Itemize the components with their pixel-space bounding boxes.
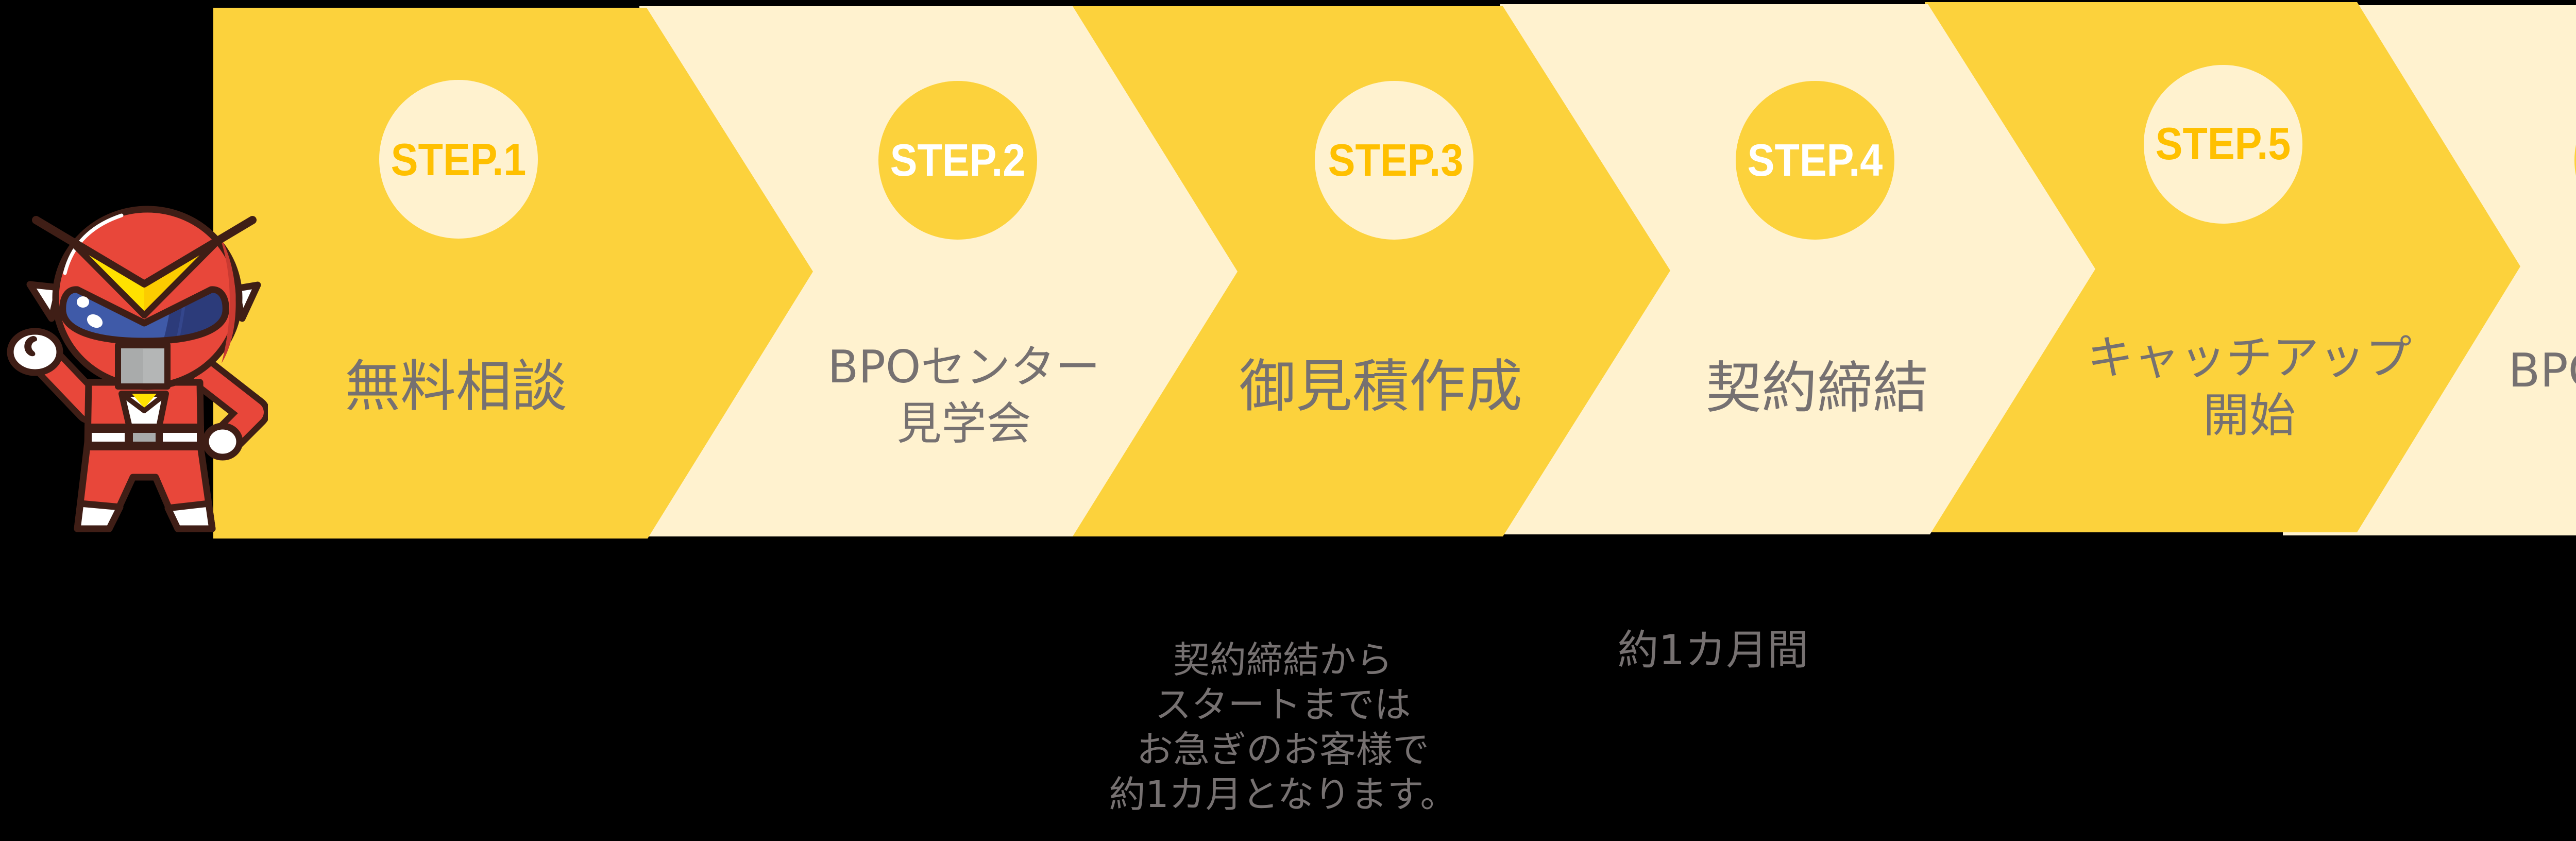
note-line: スタートまでは [1155,683,1411,726]
step-3-badge-circle [1315,81,1473,240]
duration-note: 約1カ月間 [1618,630,1809,671]
step-6-label: BPO支援開始 [2509,348,2576,394]
step-2-chevron [639,6,1238,536]
note-line: 約1カ月間 [1617,626,1809,674]
step-5-label-line: 開始 [2203,389,2296,443]
step-4-label: 契約締結 [1706,361,1928,416]
step-3-chevron [1072,6,1670,536]
step-4-chevron [1500,4,2095,534]
step-1-label-line: 無料相談 [344,355,568,419]
note-line: 約1カ月となります。 [1109,773,1457,816]
step-1-badge-label: STEP.1 [391,134,527,185]
fist [7,328,63,376]
lead-time-note: 契約締結から スタートまでは お急ぎのお客様で 約1カ月となります。 [1109,637,1457,817]
step-2-badge-label: STEP.2 [890,134,1026,186]
step-2-label-line: 見学会 [896,397,1031,450]
step-3-label: 御見積作成 [1239,358,1522,415]
step-5-badge-label: STEP.5 [2155,118,2291,169]
step-2-label-line: BPOセンター [827,341,1100,393]
step-5-label: キャッチアップ 開始 [2087,329,2412,445]
step-5-label-line: キャッチアップ [2087,331,2412,385]
right-boot [164,500,216,532]
step-6-badge-circle [2574,144,2576,176]
step-3-badge-label: STEP.3 [1328,134,1464,186]
step-1-badge-circle [379,80,538,239]
step-1-label: 無料相談 [345,359,567,415]
step-4-badge-label: STEP.4 [1747,134,1883,186]
step-2-label: BPOセンター 見学会 [828,339,1100,452]
step-1-chevron [213,8,813,539]
note-line: 契約締結から [1173,638,1393,681]
crest [66,237,222,318]
red-hero-mascot-icon [7,206,268,532]
step-4-label-line: 契約締結 [1705,356,1929,420]
hand [202,423,243,461]
left-boot [74,500,124,532]
step-3-label-line: 御見積作成 [1239,354,1522,419]
step-5-badge-circle [2144,65,2302,224]
step-4-badge-circle [1736,81,1894,240]
step-5-chevron [1925,2,2520,532]
note-line: お急ぎのお客様で [1136,728,1430,771]
step-2-badge-circle [878,81,1037,240]
step-6-label-line: BPO支援開始 [2508,344,2576,398]
